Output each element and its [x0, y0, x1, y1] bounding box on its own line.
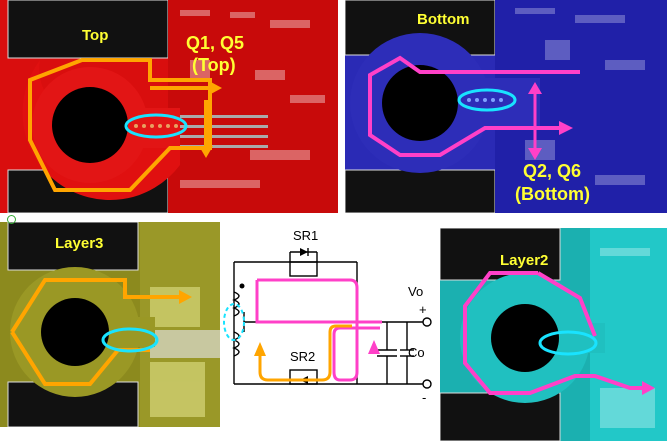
sr2-label: SR2: [290, 349, 316, 364]
top-switch-label-line2: (Top): [192, 55, 236, 75]
schematic-graphic: [223, 248, 432, 389]
bottom-switch-label-line1: Q2, Q6: [523, 161, 582, 181]
bottom-layer-title: Bottom: [417, 11, 470, 28]
bottom-layer-graphic: [345, 0, 667, 213]
top-switch-label-line1: Q1, Q5: [186, 33, 245, 53]
layer2-graphic: [440, 228, 667, 441]
rectifier-schematic: SR1 SR2 Vo + Co -: [222, 222, 437, 437]
top-layer-panel: Top Q1, Q5 (Top): [0, 0, 338, 213]
vo-plus-label: +: [419, 302, 427, 317]
layer3-title: Layer3: [55, 235, 104, 252]
bottom-layer-panel: Bottom Q2, Q6 (Bottom): [345, 0, 667, 213]
fiducial-marker: [7, 215, 16, 224]
top-layer-graphic: [0, 0, 338, 213]
layer2-panel: Layer2: [440, 228, 667, 441]
vo-minus-label: -: [422, 390, 427, 405]
bottom-switch-label-line2: (Bottom): [515, 184, 590, 204]
vo-label: Vo: [408, 284, 424, 299]
layer3-panel: Layer3: [0, 222, 220, 427]
co-label: Co: [408, 345, 425, 360]
layer3-graphic: [0, 222, 220, 427]
sr1-label: SR1: [293, 228, 319, 243]
top-layer-title: Top: [82, 27, 109, 44]
layer2-title: Layer2: [500, 252, 549, 269]
